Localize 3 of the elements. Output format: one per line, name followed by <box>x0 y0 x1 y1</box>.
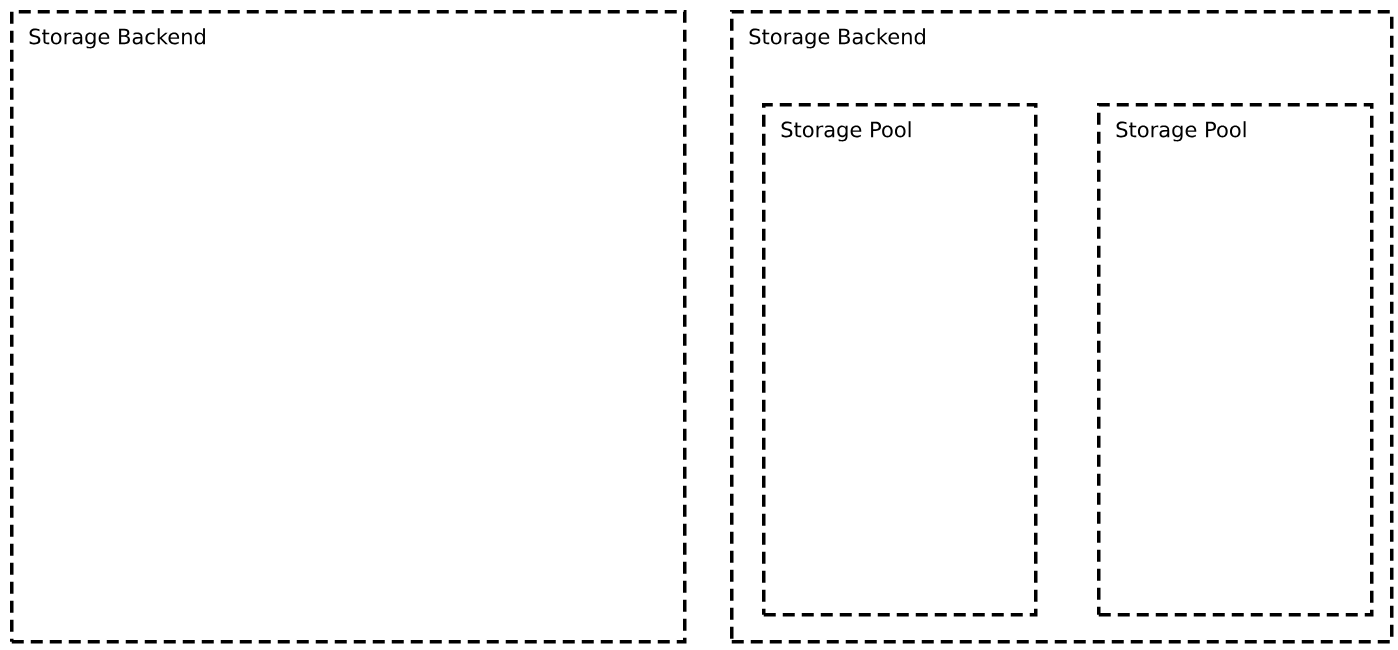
dashed-box: Storage Pool <box>762 103 1038 617</box>
dashed-box: Storage Backend <box>10 10 687 644</box>
dashed-box: Storage Pool <box>1097 103 1374 617</box>
